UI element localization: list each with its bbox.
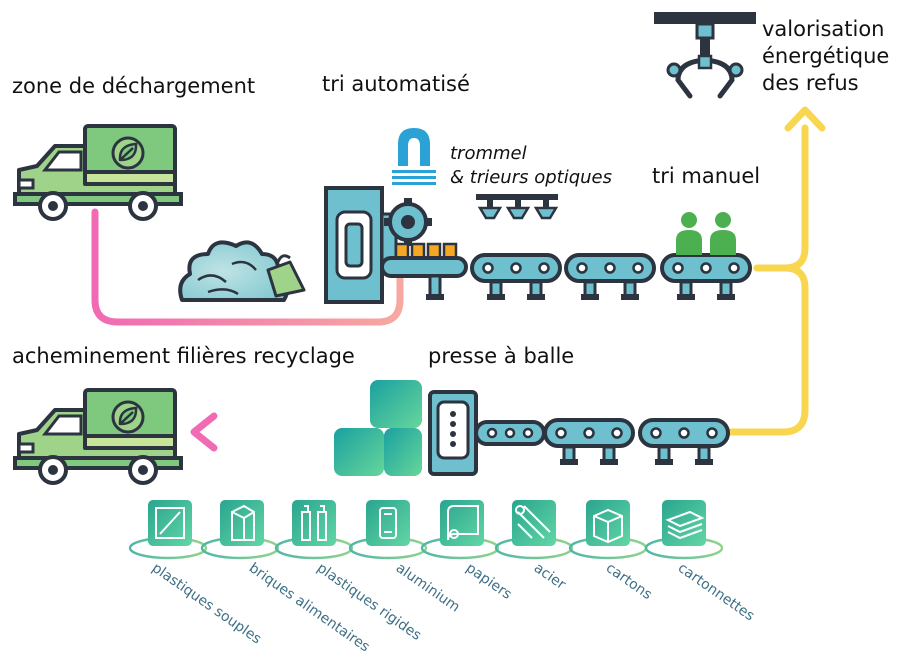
plastic-bottles-icon [292, 500, 336, 546]
aluminium-can-icon [366, 500, 410, 546]
magnet-icon [392, 128, 436, 185]
label-energy-line3: des refus [762, 71, 859, 95]
label-trommel: trommel & trieurs optiques [450, 142, 612, 190]
waste-pile-icon [178, 240, 306, 302]
steel-pipes-icon [512, 500, 556, 546]
optical-sorter-icon [476, 194, 559, 220]
label-automated-sorting: tri automatisé [322, 72, 470, 96]
truck-recycling-icon [13, 388, 183, 485]
label-energy-line2: énergétique [762, 44, 890, 68]
conveyor-4 [543, 418, 635, 467]
flexible-plastic-icon [148, 500, 192, 546]
conveyor-5 [638, 418, 730, 467]
bales-icon [334, 380, 422, 476]
conveyor-3 [660, 253, 752, 302]
baler-press-icon [428, 390, 546, 476]
label-energy-line1: valorisation [762, 17, 885, 41]
truck-unloading-icon [13, 124, 183, 221]
arrow-left-icon [190, 412, 218, 452]
flow-line-to-baler [696, 264, 809, 436]
sorting-machine-icon [324, 186, 468, 304]
label-trommel-line1: trommel [450, 143, 527, 164]
arrow-up-icon [784, 106, 826, 132]
label-energy-recovery: valorisation énergétique des refus [762, 16, 889, 97]
materials-chain [128, 536, 724, 560]
flow-line-refuse [753, 124, 809, 272]
label-recycling-channels: acheminement filières recyclage [12, 344, 355, 368]
paperboard-stack-icon [662, 500, 706, 546]
label-unloading-zone: zone de déchargement [12, 74, 256, 98]
cardboard-box-icon [586, 500, 630, 546]
conveyor-2 [564, 253, 656, 302]
label-trommel-line2: & trieurs optiques [450, 167, 612, 188]
food-carton-icon [220, 500, 264, 546]
flow-line-unloading [91, 208, 404, 326]
paper-roll-icon [440, 500, 484, 546]
claw-crane-icon [654, 12, 756, 99]
label-manual-sorting: tri manuel [652, 164, 761, 188]
label-baler: presse à balle [428, 344, 575, 368]
conveyor-1 [470, 253, 562, 302]
workers-icon [676, 212, 736, 255]
